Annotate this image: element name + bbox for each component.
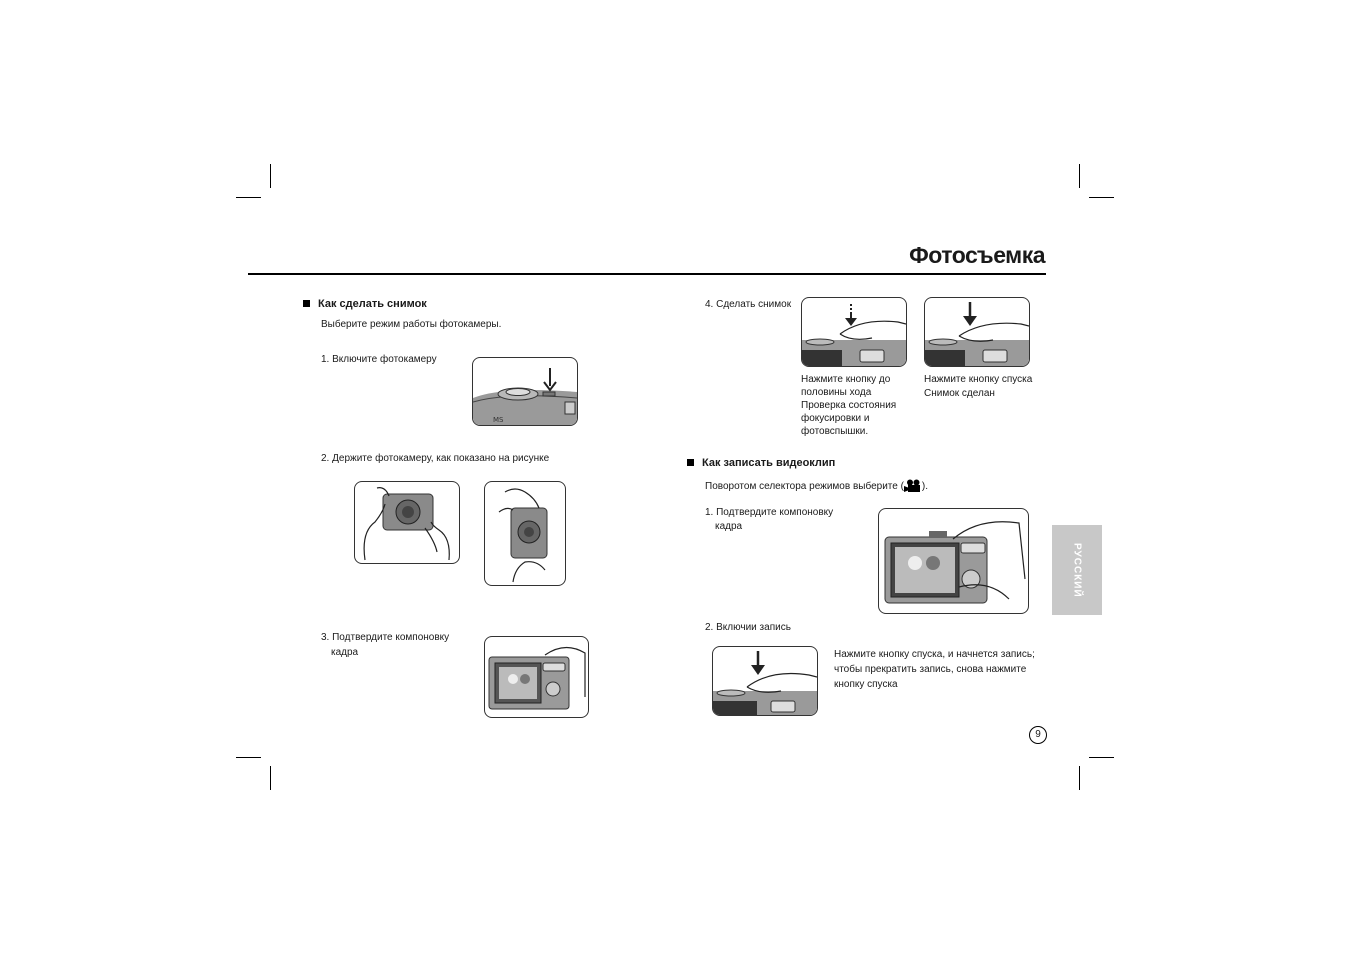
illustration-hold-horizontal bbox=[354, 481, 460, 564]
illustration-full-press bbox=[924, 297, 1030, 367]
full-press-line: Нажмите кнопку спуска bbox=[924, 374, 1033, 385]
illustration-hold-vertical bbox=[484, 481, 566, 586]
movie-camera-icon bbox=[903, 479, 922, 492]
video-intro-before: Поворотом селектора режимов выберите ( bbox=[705, 481, 904, 492]
step-1-power-on: 1. Включите фотокамеру bbox=[321, 354, 437, 365]
video-step-1: 1. Подтвердите компоновку кадра bbox=[705, 506, 833, 534]
illustration-video-compose bbox=[878, 508, 1029, 614]
half-press-line: половины хода bbox=[801, 387, 872, 398]
section-heading-photo: Как сделать снимок bbox=[303, 298, 427, 310]
photo-intro: Выберите режим работы фотокамеры. bbox=[321, 319, 502, 330]
step-2-hold-camera: 2. Держите фотокамеру, как показано на р… bbox=[321, 453, 550, 464]
title-rule bbox=[248, 273, 1046, 275]
video-heading-text: Как записать видеоклип bbox=[702, 457, 836, 469]
crop-mark bbox=[236, 197, 261, 198]
illustration-half-press bbox=[801, 297, 907, 367]
crop-mark bbox=[1089, 757, 1114, 758]
illustration-compose-frame bbox=[484, 636, 589, 718]
crop-mark bbox=[270, 164, 271, 188]
video-intro-after: ). bbox=[921, 481, 929, 492]
illustration-power-button: MS bbox=[472, 357, 578, 426]
record-note-line: Нажмите кнопку спуска, и начнется запись… bbox=[834, 649, 1035, 660]
photo-heading-text: Как сделать снимок bbox=[318, 298, 427, 310]
bullet-icon bbox=[687, 459, 694, 466]
crop-mark bbox=[270, 766, 271, 790]
illustration-record-press bbox=[712, 646, 818, 716]
crop-mark bbox=[1079, 766, 1080, 790]
step-3-line-1: 3. Подтвердите компоновку bbox=[321, 632, 450, 643]
half-press-line: фотовспышки. bbox=[801, 426, 869, 437]
record-note: Нажмите кнопку спуска, и начнется запись… bbox=[834, 647, 1035, 692]
video-step-1-line-2: кадра bbox=[715, 521, 743, 532]
step-3-compose: 3. Подтвердите компоновку кадра bbox=[321, 631, 449, 659]
video-step-2: 2. Включии запись bbox=[705, 622, 791, 633]
page-number: 9 bbox=[1029, 726, 1047, 744]
half-press-line: фокусировки и bbox=[801, 413, 870, 424]
record-note-line: кнопку спуска bbox=[834, 679, 898, 690]
full-press-caption: Нажмите кнопку спуска Снимок сделан bbox=[924, 373, 1032, 401]
video-intro: Поворотом селектора режимов выберите ( )… bbox=[705, 479, 928, 493]
step-3-line-2: кадра bbox=[331, 647, 359, 658]
language-tab-label: РУССКИЙ bbox=[1071, 542, 1083, 598]
section-heading-video: Как записать видеоклип bbox=[687, 457, 835, 469]
svg-text:MS: MS bbox=[493, 416, 504, 424]
language-tab: РУССКИЙ bbox=[1052, 525, 1102, 615]
half-press-line: Нажмите кнопку до bbox=[801, 374, 891, 385]
half-press-line: Проверка состояния bbox=[801, 400, 897, 411]
full-press-line: Снимок сделан bbox=[924, 388, 995, 399]
crop-mark bbox=[236, 757, 261, 758]
bullet-icon bbox=[303, 300, 310, 307]
crop-mark bbox=[1089, 197, 1114, 198]
crop-mark bbox=[1079, 164, 1080, 188]
record-note-line: чтобы прекратить запись, снова нажмите bbox=[834, 664, 1027, 675]
video-step-1-line-1: 1. Подтвердите компоновку bbox=[705, 507, 834, 518]
half-press-caption: Нажмите кнопку до половины хода Проверка… bbox=[801, 373, 896, 438]
step-4-take-photo: 4. Сделать снимок bbox=[705, 299, 792, 310]
page-title: Фотосъемка bbox=[909, 242, 1045, 268]
